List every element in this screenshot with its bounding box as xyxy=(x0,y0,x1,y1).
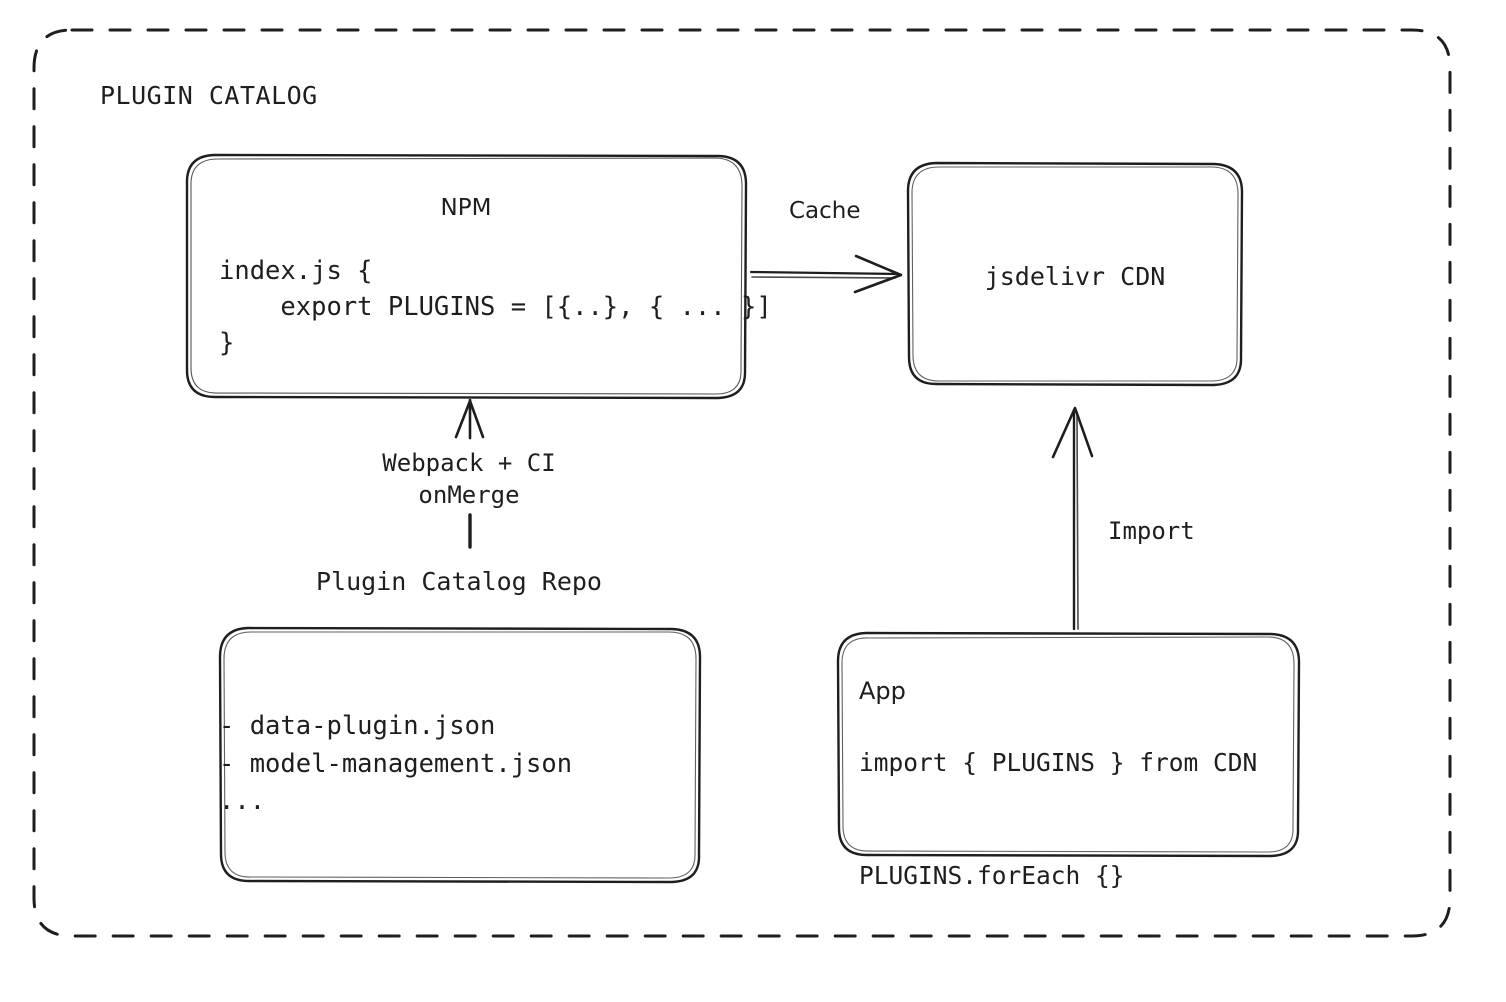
edge-webpack-label: Webpack + CI onMerge xyxy=(382,449,556,510)
repo-node-title: Plugin Catalog Repo xyxy=(316,567,602,596)
edge-cache-arrow xyxy=(749,254,903,294)
app-node-title: App xyxy=(859,677,906,705)
edge-import-label: Import xyxy=(1108,517,1195,545)
npm-node-title: NPM xyxy=(440,195,492,221)
repo-node-file-list: - data-plugin.json - model-management.js… xyxy=(219,711,573,817)
npm-node-code: index.js { export PLUGINS = [{..}, { ...… xyxy=(219,256,772,359)
edge-cache-label: Cache xyxy=(789,198,861,224)
app-node-code: import { PLUGINS } from CDN PLUGINS.forE… xyxy=(859,748,1258,890)
plugin-catalog-title: PLUGIN CATALOG xyxy=(100,81,318,110)
edge-import-arrow xyxy=(1051,406,1094,631)
cdn-node-title: jsdelivr CDN xyxy=(984,262,1166,291)
